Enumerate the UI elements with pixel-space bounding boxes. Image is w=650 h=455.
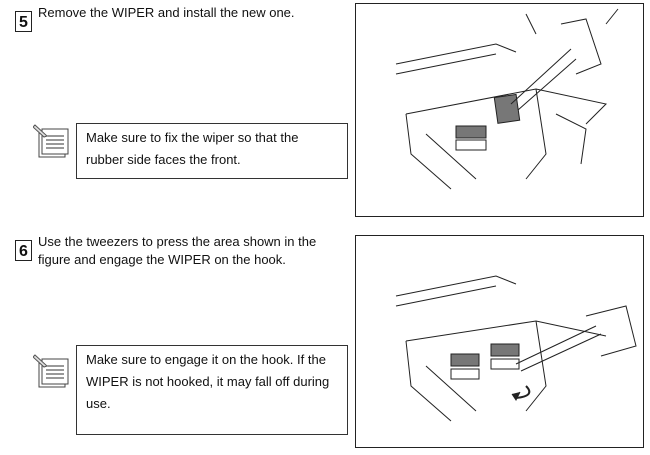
figure-engage-wiper xyxy=(355,235,644,448)
note-box: Make sure to fix the wiper so that the r… xyxy=(76,123,348,179)
step-instruction: Remove the WIPER and install the new one… xyxy=(38,5,295,20)
step-number: 5 xyxy=(15,11,32,32)
figure-remove-wiper xyxy=(355,3,644,217)
note-pencil-icon xyxy=(33,123,69,159)
note-pencil-icon xyxy=(33,353,69,389)
note-box: Make sure to engage it on the hook. If t… xyxy=(76,345,348,435)
step-number: 6 xyxy=(15,240,32,261)
step-instruction: Use the tweezers to press the area shown… xyxy=(38,234,317,267)
